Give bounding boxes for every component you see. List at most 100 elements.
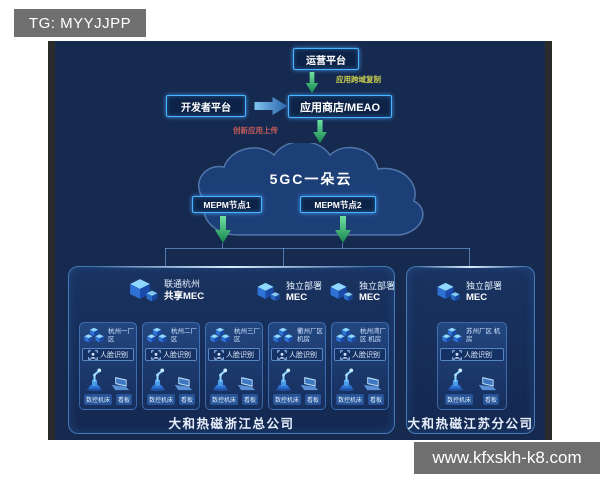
connector-drop bbox=[165, 248, 166, 266]
board-label: 看板 bbox=[241, 394, 258, 405]
kanban-laptop-icon bbox=[300, 377, 319, 391]
board-label: 看板 bbox=[178, 394, 195, 405]
board-label: 看板 bbox=[367, 394, 384, 405]
site-card: 杭州一厂区 人脸识别 数控机床 看板 bbox=[79, 322, 137, 410]
board-label: 看板 bbox=[115, 394, 132, 405]
face-label: 人脸识别 bbox=[289, 351, 317, 359]
cross-domain-copy-label: 应用跨域复制 bbox=[336, 75, 381, 84]
face-recognition-chip: 人脸识别 bbox=[208, 348, 260, 361]
machine-label: 数控机床 bbox=[83, 394, 112, 405]
developer-platform-node: 开发者平台 bbox=[166, 95, 246, 117]
group-label-line1: 独立部署 bbox=[466, 281, 503, 291]
mepm-node-2: MEPM节点2 bbox=[300, 196, 376, 213]
cubes-cluster-icon bbox=[82, 327, 106, 346]
connector-riser bbox=[342, 243, 343, 248]
face-label: 人脸识别 bbox=[226, 351, 254, 359]
site-card: 杭州二厂区 人脸识别 数控机床 看板 bbox=[142, 322, 200, 410]
mepm-node-1: MEPM节点1 bbox=[192, 196, 262, 213]
site-label: 杭州二厂区 bbox=[171, 328, 197, 343]
face-recognition-chip: 人脸识别 bbox=[271, 348, 323, 361]
face-label: 人脸识别 bbox=[464, 351, 492, 359]
face-label: 人脸识别 bbox=[163, 351, 191, 359]
cnc-robot-icon bbox=[337, 367, 356, 392]
board-label: 看板 bbox=[482, 394, 499, 405]
zhejiang-caption: 大和热磁浙江总公司 bbox=[168, 417, 295, 431]
app-store-meao-node: 应用商店/MEAO bbox=[288, 95, 392, 118]
site-label: 衢州厂区 机房 bbox=[297, 328, 323, 343]
face-recognition-chip: 人脸识别 bbox=[145, 348, 197, 361]
group-independent-mec-2: 独立部署 MEC bbox=[328, 281, 395, 304]
machine-label: 数控机床 bbox=[272, 394, 301, 405]
architecture-diagram: 运营平台 应用跨域复制 开发者平台 应用商店/MEAO 创新应用上传 5GC一朵… bbox=[48, 41, 552, 440]
jiangsu-panel: 独立部署 MEC 苏州厂区 机房 人脸识别 数控机床 bbox=[406, 266, 535, 434]
group-label-line2: MEC bbox=[359, 292, 381, 304]
machine-label: 数控机床 bbox=[335, 394, 364, 405]
cnc-robot-icon bbox=[148, 367, 167, 392]
kanban-laptop-icon bbox=[363, 377, 382, 391]
arrow-down-icon bbox=[335, 216, 351, 243]
kanban-laptop-icon bbox=[174, 377, 193, 391]
group-independent-mec-1: 独立部署 MEC bbox=[255, 281, 322, 304]
group-label-line2: MEC bbox=[286, 292, 308, 304]
kanban-laptop-icon bbox=[237, 377, 256, 391]
kanban-laptop-icon bbox=[111, 377, 130, 391]
site-label: 杭州三厂区 bbox=[234, 328, 260, 343]
cube-icon bbox=[127, 277, 159, 305]
kanban-laptop-icon bbox=[478, 377, 497, 391]
group-shared-mec: 联通杭州 共享MEC bbox=[127, 277, 204, 305]
site-label: 杭州一厂区 bbox=[108, 328, 134, 343]
face-scan-icon bbox=[214, 349, 224, 360]
group-label-line1: 联通杭州 bbox=[164, 279, 201, 290]
machine-label: 数控机床 bbox=[146, 394, 175, 405]
face-scan-icon bbox=[340, 349, 350, 360]
cubes-cluster-icon bbox=[271, 327, 295, 346]
group-label-line1: 独立部署 bbox=[359, 281, 396, 291]
face-recognition-chip: 人脸识别 bbox=[82, 348, 134, 361]
face-recognition-chip: 人脸识别 bbox=[440, 348, 504, 361]
watermark-top: TG: MYYJJPP bbox=[14, 9, 146, 37]
face-scan-icon bbox=[88, 349, 98, 360]
zhejiang-panel: 联通杭州 共享MEC 独立部署 MEC 独立部署 MEC bbox=[68, 266, 395, 434]
face-scan-icon bbox=[151, 349, 161, 360]
site-label: 杭州湾厂区 机房 bbox=[360, 328, 386, 343]
site-card: 杭州三厂区 人脸识别 数控机床 看板 bbox=[205, 322, 263, 410]
cubes-cluster-icon bbox=[334, 327, 358, 346]
arrow-down-icon bbox=[305, 72, 319, 94]
face-label: 人脸识别 bbox=[100, 351, 128, 359]
connector-drop bbox=[469, 248, 470, 266]
cubes-cluster-icon bbox=[440, 327, 464, 346]
connector-bus bbox=[165, 248, 470, 249]
site-label: 苏州厂区 机房 bbox=[466, 328, 501, 343]
cubes-cluster-icon bbox=[208, 327, 232, 346]
board-label: 看板 bbox=[304, 394, 321, 405]
machine-label: 数控机床 bbox=[209, 394, 238, 405]
machine-label: 数控机床 bbox=[444, 394, 473, 405]
jiangsu-caption: 大和热磁江苏分公司 bbox=[407, 417, 534, 431]
arrow-down-icon bbox=[313, 120, 327, 144]
photo-edge-right bbox=[545, 41, 552, 440]
face-scan-icon bbox=[452, 349, 462, 360]
site-card: 衢州厂区 机房 人脸识别 数控机床 看板 bbox=[268, 322, 326, 410]
connector-riser bbox=[222, 243, 223, 248]
cube-icon bbox=[328, 281, 354, 304]
innovative-upload-label: 创新应用上传 bbox=[233, 126, 278, 135]
group-label-line2: MEC bbox=[466, 292, 488, 304]
site-card: 杭州湾厂区 机房 人脸识别 数控机床 看板 bbox=[331, 322, 389, 410]
cnc-robot-icon bbox=[211, 367, 230, 392]
ops-platform-node: 运营平台 bbox=[293, 48, 359, 70]
group-independent-mec-3: 独立部署 MEC bbox=[435, 281, 502, 304]
cnc-robot-icon bbox=[85, 367, 104, 392]
site-card: 苏州厂区 机房 人脸识别 数控机床 看板 bbox=[437, 322, 507, 410]
photo-edge-left bbox=[48, 41, 55, 440]
cnc-robot-icon bbox=[446, 367, 465, 392]
cube-icon bbox=[255, 281, 281, 304]
cubes-cluster-icon bbox=[145, 327, 169, 346]
group-label-line2: 共享MEC bbox=[164, 290, 205, 302]
arrow-down-icon bbox=[215, 216, 231, 243]
cnc-robot-icon bbox=[274, 367, 293, 392]
watermark-bottom: www.kfxskh-k8.com bbox=[414, 442, 600, 474]
group-label-line1: 独立部署 bbox=[286, 281, 323, 291]
face-label: 人脸识别 bbox=[352, 351, 380, 359]
connector-drop bbox=[283, 248, 284, 266]
